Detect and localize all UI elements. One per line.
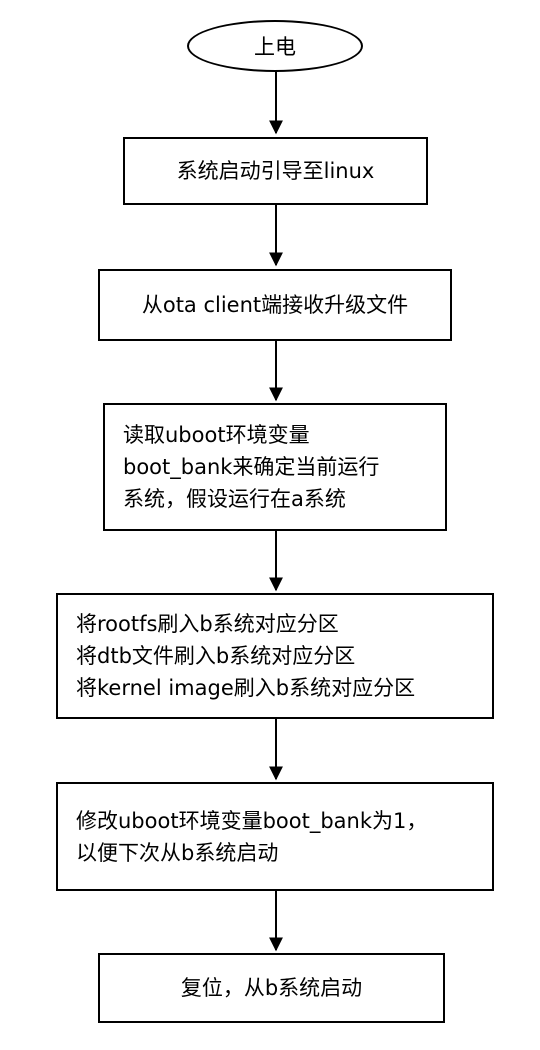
step5-line-2: 以便下次从b系统启动 [76,840,279,865]
step4-line-3: 将kernel image刷入b系统对应分区 [76,676,416,700]
step-flash-b-partitions: 将rootfs刷入b系统对应分区 将dtb文件刷入b系统对应分区 将kernel… [56,593,494,719]
step6-label: 复位，从b系统启动 [180,976,363,1000]
step-reset-boot-b: 复位，从b系统启动 [98,953,445,1023]
step3-line-2: boot_bank来确定当前运行 [123,455,380,479]
step5-line-1: 修改uboot环境变量boot_bank为1， [76,808,428,833]
step-read-boot-bank: 读取uboot环境变量 boot_bank来确定当前运行 系统，假设运行在a系统 [103,403,447,531]
step2-label: 从ota client端接收升级文件 [141,293,409,317]
step1-label: 系统启动引导至linux [176,159,375,183]
step-set-boot-bank: 修改uboot环境变量boot_bank为1， 以便下次从b系统启动 [56,782,494,891]
step4-line-2: 将dtb文件刷入b系统对应分区 [76,644,356,668]
step3-line-1: 读取uboot环境变量 [123,423,310,447]
start-node: 上电 [187,20,363,72]
step3-line-3: 系统，假设运行在a系统 [123,487,346,511]
step-boot-to-linux: 系统启动引导至linux [123,137,428,205]
step-receive-upgrade-file: 从ota client端接收升级文件 [98,269,452,341]
step4-line-1: 将rootfs刷入b系统对应分区 [76,612,339,636]
start-label: 上电 [254,35,296,59]
